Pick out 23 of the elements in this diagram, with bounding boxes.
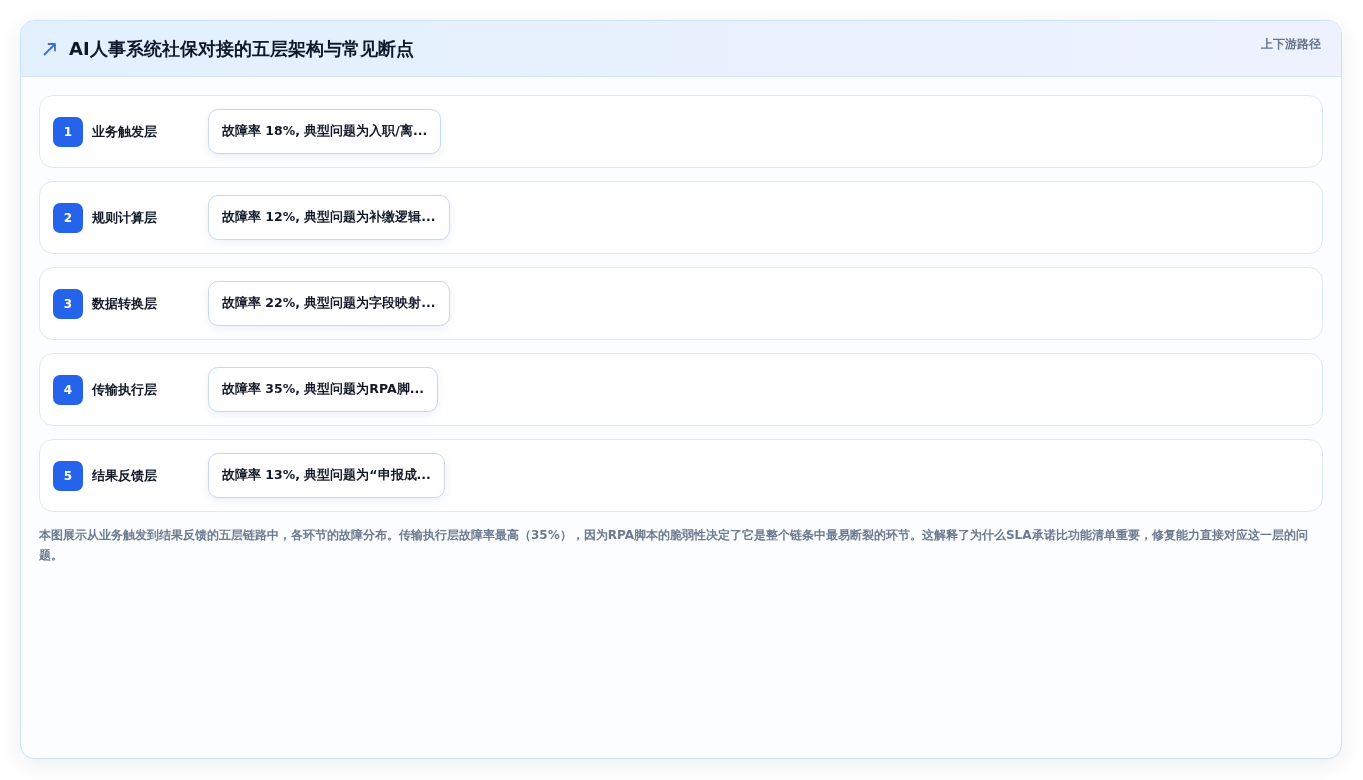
number-badge: 5: [53, 460, 83, 491]
layer-name: 业务触发层: [92, 122, 158, 141]
fault-note-box: 故障率 18%, 典型问题为入职/离...: [208, 109, 442, 154]
fault-note-box: 故障率 12%, 典型问题为补缴逻辑...: [208, 195, 450, 240]
number-badge: 2: [53, 202, 83, 233]
fault-note-box: 故障率 35%, 典型问题为RPA脚...: [208, 367, 438, 412]
layer-name: 结果反馈层: [92, 466, 158, 485]
fault-note-box: 故障率 22%, 典型问题为字段映射...: [208, 281, 450, 326]
number-badge: 1: [53, 116, 83, 147]
number-badge: 3: [53, 288, 83, 319]
header-tag: 上下游路径: [1261, 36, 1321, 53]
layer-name: 规则计算层: [92, 208, 158, 227]
layer-row: [39, 439, 1323, 512]
fault-note-box: 故障率 13%, 典型问题为“申报成...: [208, 453, 445, 498]
title: AI人事系统社保对接的五层架构与常见断点: [69, 36, 414, 61]
layer-name: 数据转换层: [92, 294, 158, 313]
layer-row: [39, 267, 1323, 340]
layer-row: [39, 181, 1323, 254]
layer-name: 传输执行层: [92, 380, 158, 399]
layer-row: [39, 353, 1323, 426]
number-badge: 4: [53, 374, 83, 405]
layer-row: [39, 95, 1323, 168]
caption: 本图展示从业务触发到结果反馈的五层链路中，各环节的故障分布。传输执行层故障率最高（35%），因为RPA脚本的脆弱性决定了它是整个链条中最易断裂的环节。这解释了为什么SLA承诺比功能清单重要，修复能力直接对应这一层的问题。: [39, 527, 1309, 564]
